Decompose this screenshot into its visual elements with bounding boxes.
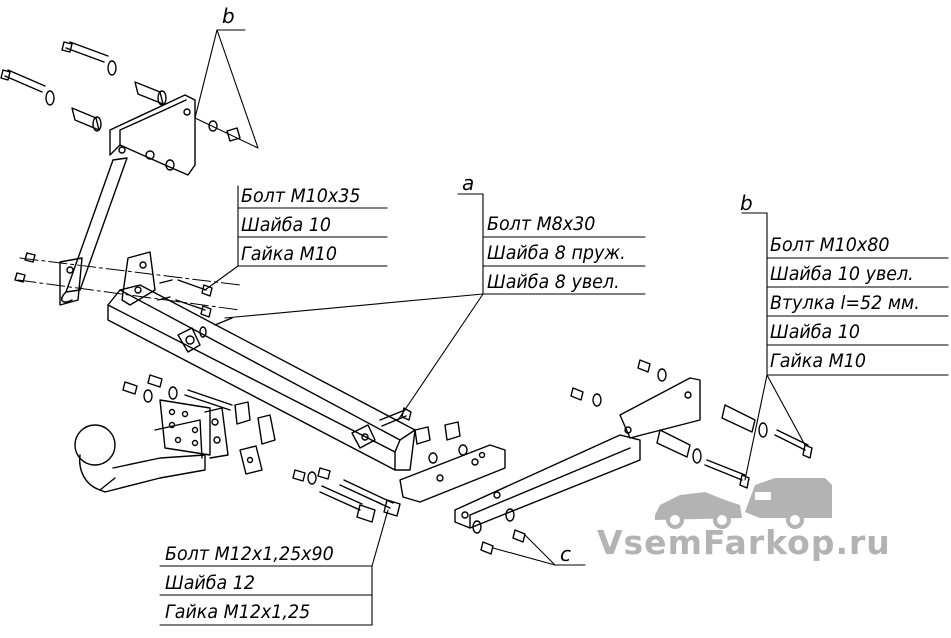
b-left-line-1: Болт М10х35 [241,185,361,207]
b-left-line-3: Гайка М10 [241,243,337,265]
right-side-arm [454,359,813,555]
callout-leaders [159,29,949,626]
watermark-text: VsemFarkop.ru [597,523,891,562]
ball-hitch [74,374,401,523]
main-crossbar [107,251,416,471]
callout-letter-a: a [462,171,475,195]
bottom-line-3: Гайка М12х1,25 [165,601,311,623]
b-left-line-2: Шайба 10 [241,214,332,236]
b-right-line-2: Шайба 10 увел. [770,263,914,285]
a-line-3: Шайба 8 увел. [487,271,620,293]
center-bracket-plate [399,421,506,503]
callout-letter-b-left: b [222,4,235,28]
callout-letter-c: c [560,542,571,566]
b-right-line-1: Болт М10х80 [770,234,890,256]
a-line-1: Болт М8х30 [487,213,596,235]
bottom-line-1: Болт М12х1,25х90 [165,543,334,565]
car-with-trailer-icon [655,478,832,529]
callout-letter-b-right: b [740,191,753,215]
a-line-2: Шайба 8 пруж. [487,242,626,264]
b-right-line-5: Гайка М10 [770,350,866,372]
bottom-line-2: Шайба 12 [165,572,256,594]
b-right-line-4: Шайба 10 [770,321,861,343]
left-mounting-bracket [0,41,241,311]
b-right-line-3: Втулка l=52 мм. [770,292,920,314]
